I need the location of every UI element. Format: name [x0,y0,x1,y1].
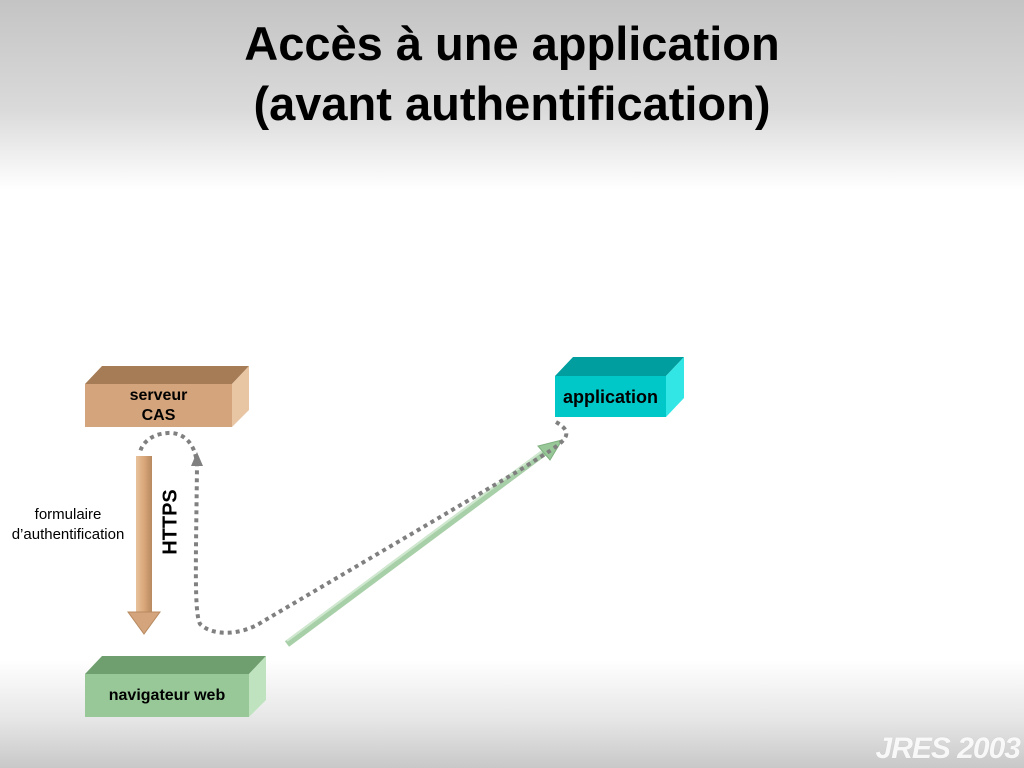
application-label: application [562,387,658,407]
form-label-line1: formulaire [34,506,102,523]
cas-server-label-line1: serveur [129,387,188,404]
slide-title: Accès à une application (avant authentif… [0,14,1024,134]
https-label: HTTPS [159,489,182,555]
browser-box [85,656,266,717]
cas-server-box [85,366,249,427]
form-label-line2: d’authentification [11,526,125,543]
slide-title-line2: (avant authentification) [253,77,771,130]
browser-label: navigateur web [108,687,226,704]
jres-watermark-logo: JRES 2003 [875,732,1021,765]
cas-server-label: serveur CAS [85,386,232,426]
cas-server-label-line2: CAS [141,407,176,424]
form-arrow [127,456,161,635]
form-label: formulaire d’authentification [2,505,134,545]
application-box [555,357,684,417]
slide-title-line1: Accès à une application [244,17,780,70]
redirect-dotted-path [138,420,569,635]
